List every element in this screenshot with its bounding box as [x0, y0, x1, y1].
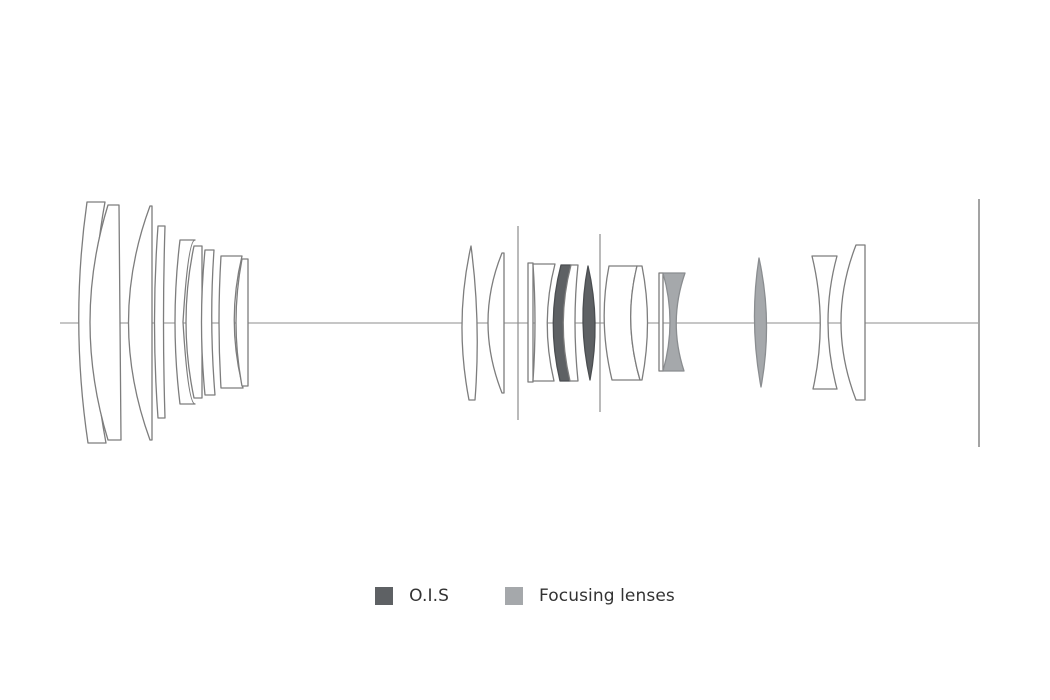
lens-element-6 [185, 245, 203, 399]
lens-element-18 [811, 255, 838, 390]
lens-element-9 [235, 258, 249, 387]
legend-label-ois: O.I.S [409, 586, 449, 606]
lens-element-12 [527, 262, 534, 383]
lens-element-7 [200, 249, 216, 396]
lens-element-10 [461, 245, 478, 401]
ois-swatch [375, 587, 394, 605]
legend-label-focusing: Focusing lenses [538, 586, 675, 606]
lens-element-19 [840, 244, 866, 401]
focusing-swatch [504, 587, 523, 605]
lens-element-5 [174, 239, 196, 405]
lens-element-4 [153, 225, 166, 419]
ois-lens-element-2 [582, 265, 596, 381]
lens-element-3 [127, 205, 153, 441]
legend-item-ois: O.I.S [375, 586, 449, 606]
focusing-lens-element-2 [753, 257, 768, 388]
lens-element-8 [218, 255, 244, 389]
lens-element-11 [487, 252, 505, 394]
focusing-lens-element-1 [662, 272, 686, 372]
lens-element-2 [89, 204, 122, 441]
lens-element-17 [658, 272, 664, 372]
legend: O.I.S Focusing lenses [0, 586, 1050, 606]
legend-item-focusing: Focusing lenses [504, 586, 675, 606]
lens-element-13 [532, 263, 556, 382]
lens-element-16 [630, 265, 649, 381]
lens-element-14 [562, 264, 579, 382]
